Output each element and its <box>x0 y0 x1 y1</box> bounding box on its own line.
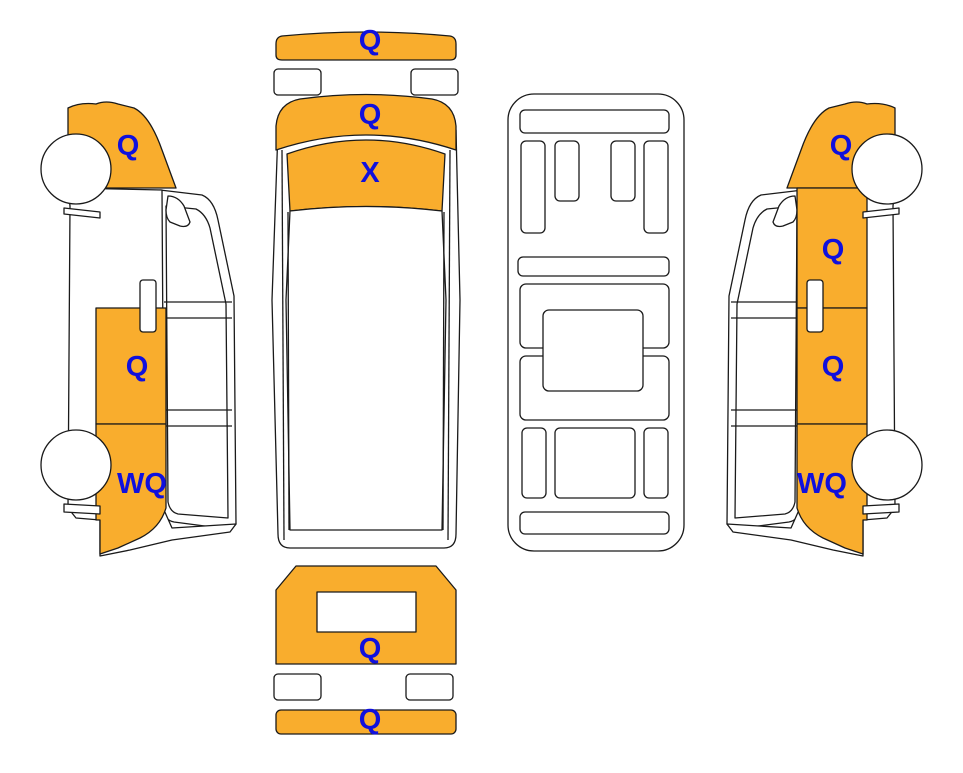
front-left-footwell <box>520 140 546 234</box>
rear-view: Q Q <box>273 565 457 736</box>
right-rear-quarter-label: WQ <box>797 468 847 500</box>
right-rear-bumper-tip <box>862 503 900 515</box>
right-headlight <box>410 68 459 96</box>
left-rear-bumper-tip <box>63 503 101 515</box>
right-roof-rail <box>447 149 451 541</box>
rear-center-floor <box>554 427 636 499</box>
right-side-door-label: Q <box>822 351 845 383</box>
dashboard <box>519 109 670 134</box>
front-bumper-panel <box>275 31 457 61</box>
right-side-view <box>726 101 923 557</box>
right-front-door-label: Q <box>822 234 845 266</box>
right-front-wheel <box>851 133 923 205</box>
left-taillight <box>273 673 322 701</box>
left-headlight <box>273 68 322 96</box>
rear-left-wheelwell <box>521 427 547 499</box>
left-side-door-label: Q <box>126 351 149 383</box>
partition-bar <box>517 256 670 277</box>
cargo-center-hatch <box>542 309 644 392</box>
left-side-frame-inner <box>165 205 229 519</box>
driver-seat <box>554 140 580 202</box>
top-view: Q X <box>271 93 461 549</box>
left-door-handle <box>139 279 157 333</box>
right-rear-quarter-panel <box>796 423 868 555</box>
right-front-bumper-tip <box>862 207 900 219</box>
front-bumper-label: Q <box>359 25 382 57</box>
left-front-window <box>165 195 191 228</box>
rear-window <box>316 591 417 633</box>
right-door-handle <box>806 279 824 333</box>
rear-right-wheelwell <box>643 427 669 499</box>
left-roof-rail-inner <box>287 211 290 531</box>
left-roof-rail <box>281 149 285 541</box>
passenger-seat <box>610 140 636 202</box>
right-front-window <box>772 195 798 228</box>
hood-panel <box>275 93 457 151</box>
front-right-footwell <box>643 140 669 234</box>
right-side-frame-inner <box>734 205 798 519</box>
left-rear-quarter-label: WQ <box>117 468 167 500</box>
left-front-wheel <box>40 133 112 205</box>
left-side-view: Q Q WQ <box>40 101 237 557</box>
left-side-frame <box>159 189 237 530</box>
rear-step <box>519 511 670 535</box>
windshield-label: X <box>360 157 380 189</box>
front-view: Q <box>273 25 459 96</box>
right-front-fender-label: Q <box>830 130 853 162</box>
right-taillight <box>405 673 454 701</box>
rear-door-label: Q <box>359 633 382 665</box>
roof-panel <box>285 205 447 531</box>
left-front-bumper-tip <box>63 207 101 219</box>
rear-bumper-label: Q <box>359 704 382 736</box>
right-rear-wheel <box>851 429 923 501</box>
interior-view <box>507 93 685 552</box>
left-rear-wheel <box>40 429 112 501</box>
right-roof-rail-inner <box>442 211 445 531</box>
hood-label: Q <box>359 99 382 131</box>
left-rear-quarter-panel <box>95 423 167 555</box>
right-side-frame <box>726 189 804 530</box>
left-front-fender-label: Q <box>117 130 140 162</box>
rear-bumper-panel <box>275 709 457 735</box>
